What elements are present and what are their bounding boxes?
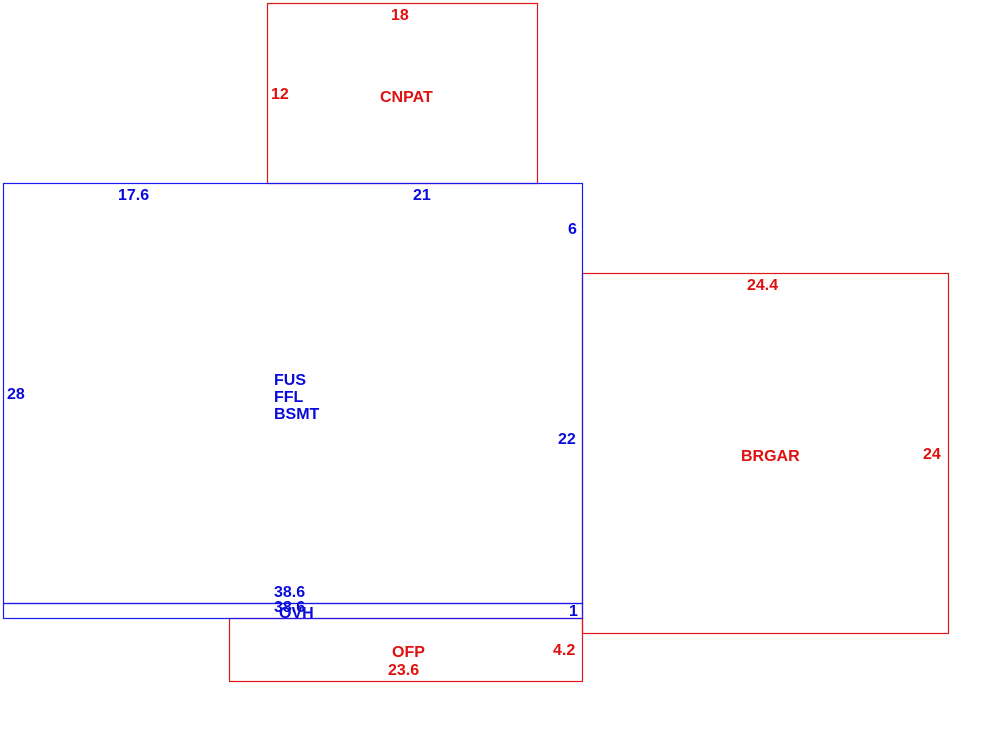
main-right-lower-dimension: 22: [558, 431, 576, 448]
main-label-fus: FUS: [274, 372, 306, 389]
main-left-dimension: 28: [7, 386, 25, 403]
brgar-label: BRGAR: [741, 448, 800, 465]
ofp-label: OFP: [392, 644, 425, 661]
brgar-side-dimension: 24: [923, 446, 941, 463]
main-top-right-dimension: 21: [413, 187, 431, 204]
ofp-bottom-dimension: 23.6: [388, 662, 419, 679]
ovh-outline[interactable]: [2, 602, 584, 620]
ovh-length-dimension: 38.6: [274, 599, 305, 616]
main-right-upper-dimension: 6: [568, 221, 577, 238]
main-top-left-dimension: 17.6: [118, 187, 149, 204]
main-label-bsmt: BSMT: [274, 406, 320, 423]
main-bottom-dimension: 38.6: [274, 584, 305, 601]
ovh-depth-dimension: 1: [569, 603, 578, 620]
main-label-ffl: FFL: [274, 389, 304, 406]
cnpat-side-dimension: 12: [271, 86, 289, 103]
brgar-top-dimension: 24.4: [747, 277, 778, 294]
ovh-label: OVH: [279, 605, 314, 622]
cnpat-top-dimension: 18: [391, 7, 409, 24]
cnpat-label: CNPAT: [380, 89, 433, 106]
ofp-side-dimension: 4.2: [553, 642, 575, 659]
